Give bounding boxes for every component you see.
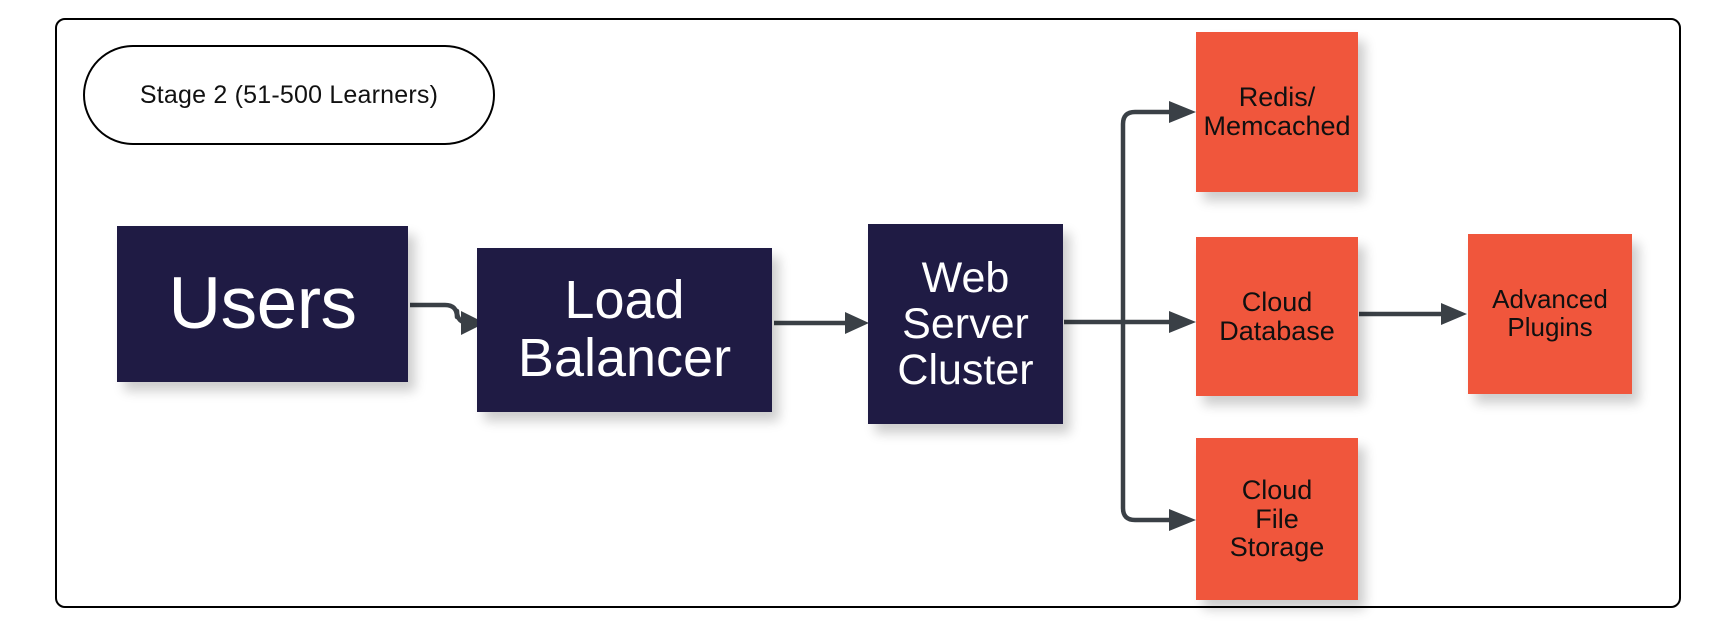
node-cloud-database[interactable]: Cloud Database — [1196, 237, 1358, 396]
diagram-frame — [55, 18, 1681, 608]
node-load-balancer-label: Load Balancer — [517, 270, 732, 388]
node-web-server-cluster-label: Web Server Cluster — [897, 254, 1034, 394]
stage-label-text: Stage 2 (51-500 Learners) — [139, 80, 439, 109]
node-advanced-plugins[interactable]: Advanced Plugins — [1468, 234, 1632, 394]
node-advanced-plugins-label: Advanced Plugins — [1492, 284, 1608, 342]
stage-label-pill: Stage 2 (51-500 Learners) — [83, 45, 495, 145]
node-users[interactable]: Users — [117, 226, 408, 382]
node-users-label: Users — [168, 262, 357, 344]
node-redis-memcached-label: Redis/ Memcached — [1203, 82, 1351, 141]
node-redis-memcached[interactable]: Redis/ Memcached — [1196, 32, 1358, 192]
node-web-server-cluster[interactable]: Web Server Cluster — [868, 224, 1063, 424]
node-cloud-database-label: Cloud Database — [1219, 286, 1335, 346]
node-cloud-file-storage[interactable]: Cloud File Storage — [1196, 438, 1358, 600]
node-load-balancer[interactable]: Load Balancer — [477, 248, 772, 412]
node-cloud-file-storage-label: Cloud File Storage — [1229, 474, 1325, 563]
